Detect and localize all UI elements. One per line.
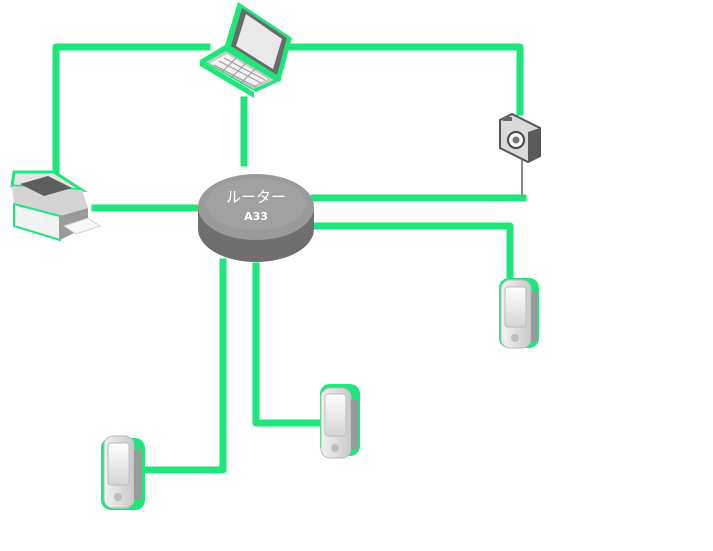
printer-scanner-icon[interactable]: [10, 170, 102, 242]
link-laptop-printer: [52, 43, 211, 179]
smartphone-icon-right[interactable]: [499, 278, 539, 349]
link-router-phone-right: [312, 222, 514, 287]
router[interactable]: [198, 174, 314, 262]
smartphone-icon-middle[interactable]: [320, 384, 360, 459]
camera-icon[interactable]: [499, 112, 541, 164]
smartphone-icon-left[interactable]: [101, 435, 145, 510]
router-name-label: ルーター: [225, 188, 286, 206]
link-router-phone-mid: [252, 262, 326, 427]
laptop-icon[interactable]: [200, 2, 292, 98]
link-laptop-camera: [286, 43, 524, 116]
router-model-label: A33: [244, 210, 268, 223]
link-router-phone-left: [142, 258, 227, 474]
connections: [52, 43, 527, 474]
